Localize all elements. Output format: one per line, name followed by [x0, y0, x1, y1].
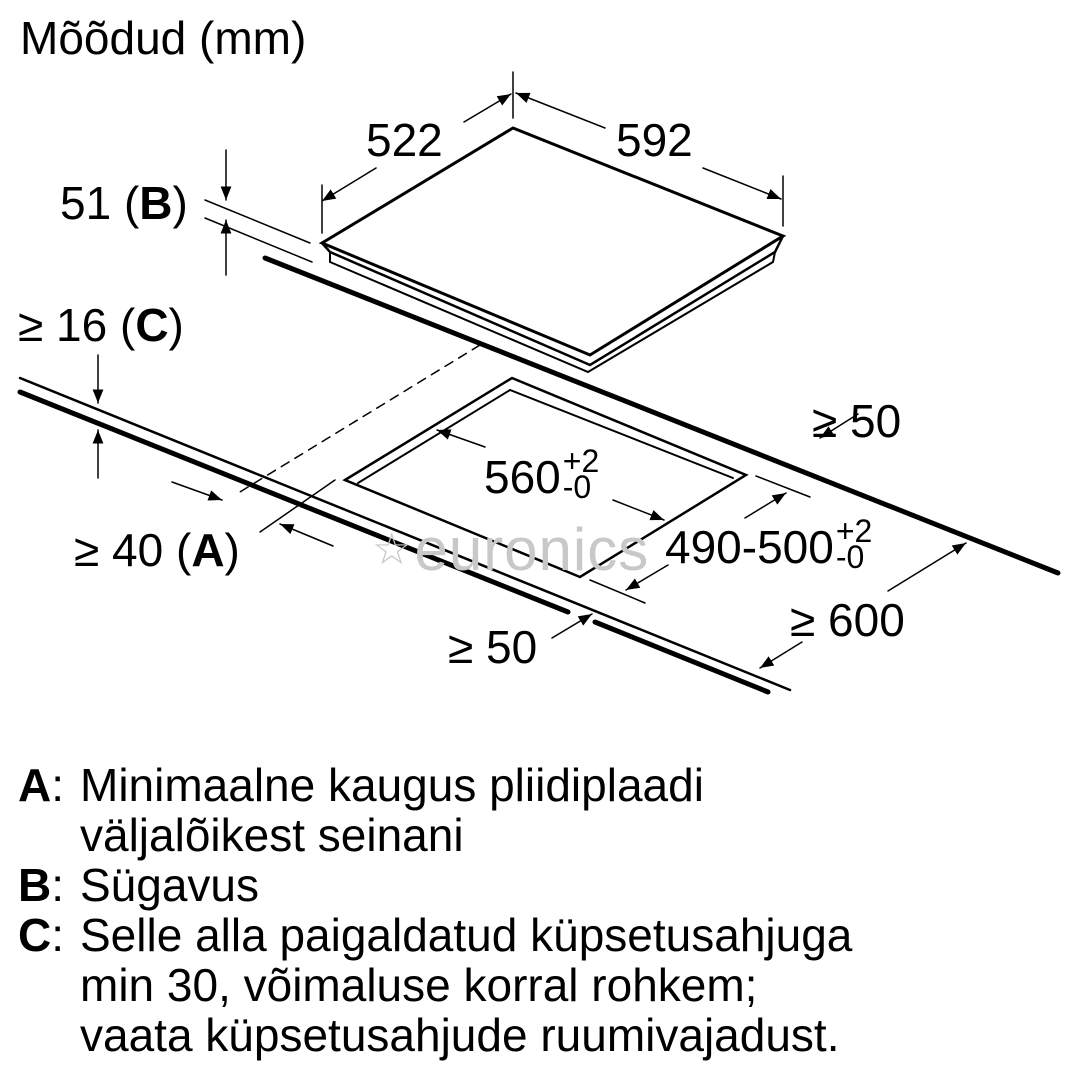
- dim-wall-min: ≥ 40 (A): [74, 524, 240, 576]
- dim-worktop-depth-min: ≥ 600: [790, 594, 905, 646]
- legend-item-b: B: Sügavus: [18, 859, 260, 911]
- tolerance: +2-0: [835, 513, 873, 575]
- dim-cutout-width: 560+2-0: [484, 443, 600, 505]
- watermark: ☆euronics: [372, 516, 650, 583]
- dim-worktop-min: ≥ 16 (C): [18, 299, 184, 351]
- dim-hob-width: 592: [616, 114, 693, 166]
- hob-installation-drawing: [17, 71, 1061, 695]
- dim-rear-min: ≥ 50: [812, 395, 902, 447]
- dim-hob-depth: 522: [366, 114, 443, 166]
- star-icon: ☆: [372, 525, 413, 574]
- legend-item-c: C: Selle alla paigaldatud küpsetusahjuga…: [18, 909, 853, 1061]
- tolerance: +2-0: [562, 443, 600, 505]
- cutout-outline: [342, 376, 749, 579]
- dim-cutout-depth: 490-500+2-0: [665, 513, 873, 575]
- dim-hob-height: 51 (B): [60, 177, 188, 229]
- dim-front-min: ≥ 50: [448, 621, 538, 673]
- legend-item-a: A: Minimaalne kaugus pliidiplaadi väljal…: [18, 759, 704, 861]
- legend: A: Minimaalne kaugus pliidiplaadi väljal…: [18, 760, 852, 1060]
- page-title: Mõõdud (mm): [20, 12, 307, 64]
